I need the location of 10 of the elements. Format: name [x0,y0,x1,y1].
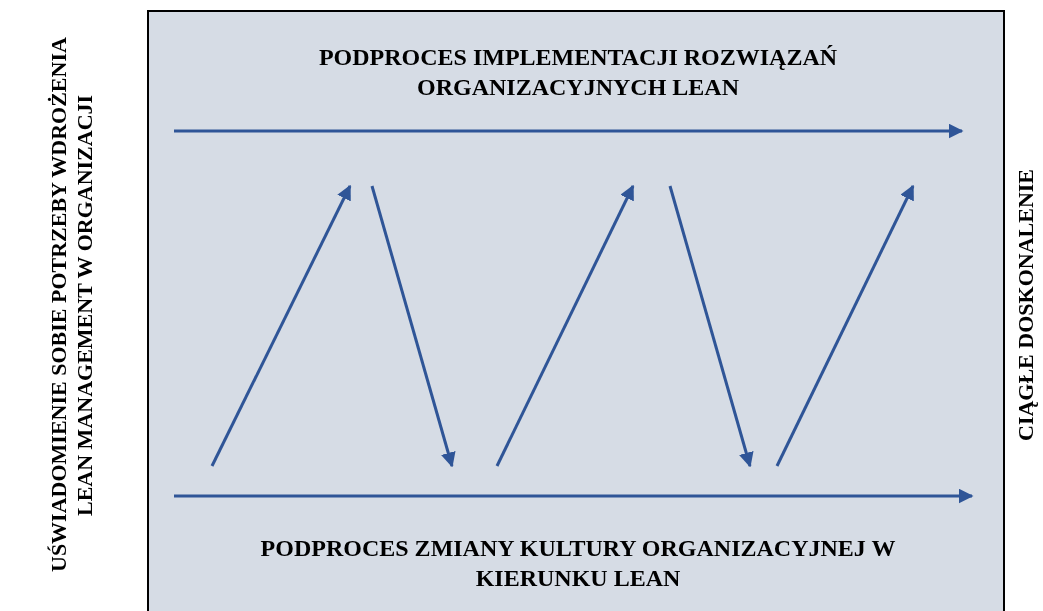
arrow [495,184,635,467]
side-caption: UŚWIADOMIENIE SOBIE POTRZEBY WDROŻENIA LEAN MANAGEMENT W ORGANIZACJI [45,36,98,575]
arrow [775,184,915,467]
subprocess-heading: PODPROCES ZMIANY KULTURY ORGANIZACYJNEJ W KIERUNKU LEAN [259,534,897,593]
side-caption: CIĄGŁE DOSKONALENIE [1013,168,1039,443]
arrow [210,184,352,467]
subprocess-heading: PODPROCES IMPLEMENTACJI ROZWIĄZAŃ ORGANIZACYJNYCH LEAN [317,43,839,102]
arrow [370,185,456,468]
process-panel [147,10,1005,611]
arrow [668,185,754,468]
